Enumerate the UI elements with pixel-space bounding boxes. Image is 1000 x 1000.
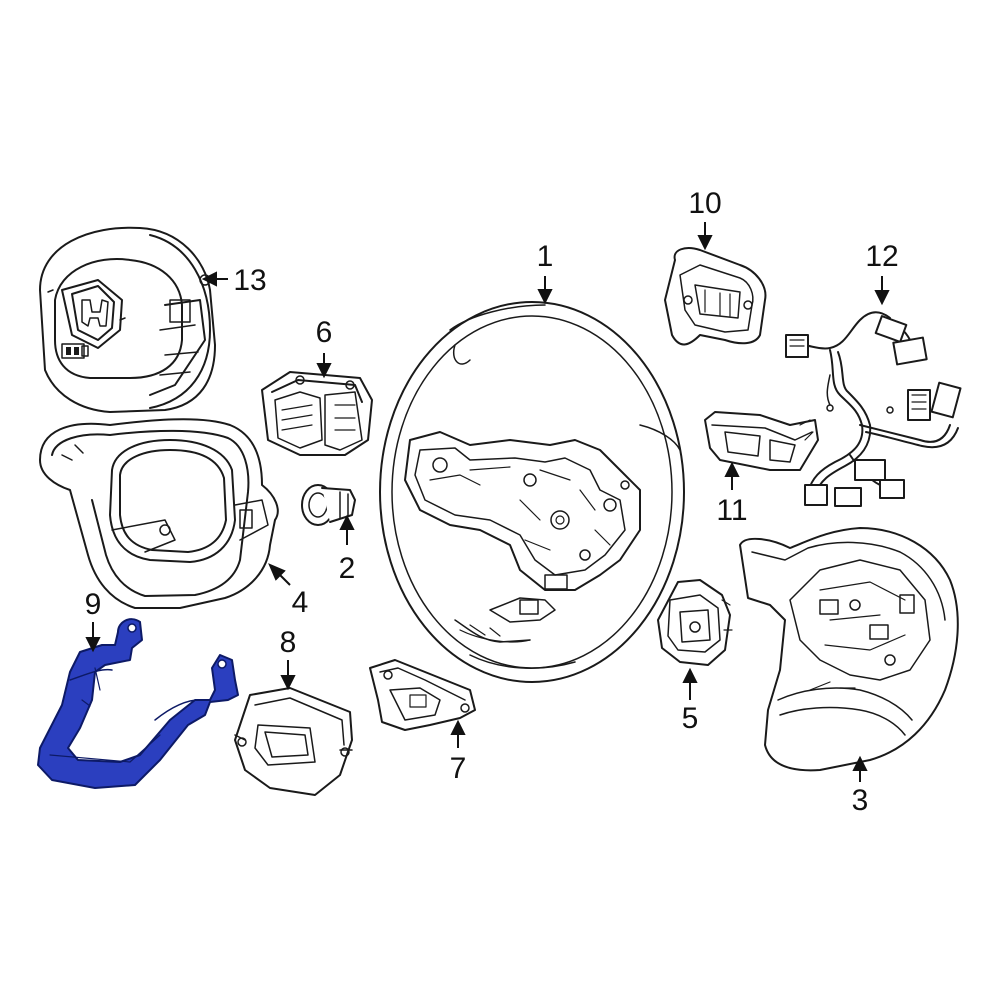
callout-11: 11 [716,494,747,527]
callout-10: 10 [688,187,721,220]
callout-3: 3 [852,784,869,817]
callout-13: 13 [233,264,266,297]
lower-garnish[interactable] [38,619,238,788]
paddle-switch[interactable] [665,248,765,344]
callout-2: 2 [339,552,356,585]
switch-right[interactable] [658,580,732,665]
airbag-module[interactable] [40,228,215,412]
switch-11[interactable] [705,412,818,470]
callout-9: 9 [85,588,102,621]
callout-5: 5 [682,702,699,735]
bracket-7[interactable] [370,660,475,730]
steering-wheel[interactable] [380,302,684,682]
callout-labels: 1 2 3 4 5 6 7 8 9 10 11 12 13 [85,187,899,817]
wire-harness[interactable] [786,312,961,506]
lower-cover-right[interactable] [740,528,958,770]
switch-8[interactable] [235,688,352,795]
callout-6: 6 [316,316,333,349]
callout-4: 4 [292,586,309,619]
knob-plug[interactable] [302,485,355,525]
wheel-cover[interactable] [40,419,278,608]
callout-1: 1 [537,240,554,273]
switch-assembly[interactable] [262,372,372,455]
callout-12: 12 [865,240,898,273]
callout-7: 7 [450,752,467,785]
callout-arrows [85,222,890,782]
callout-8: 8 [280,626,297,659]
